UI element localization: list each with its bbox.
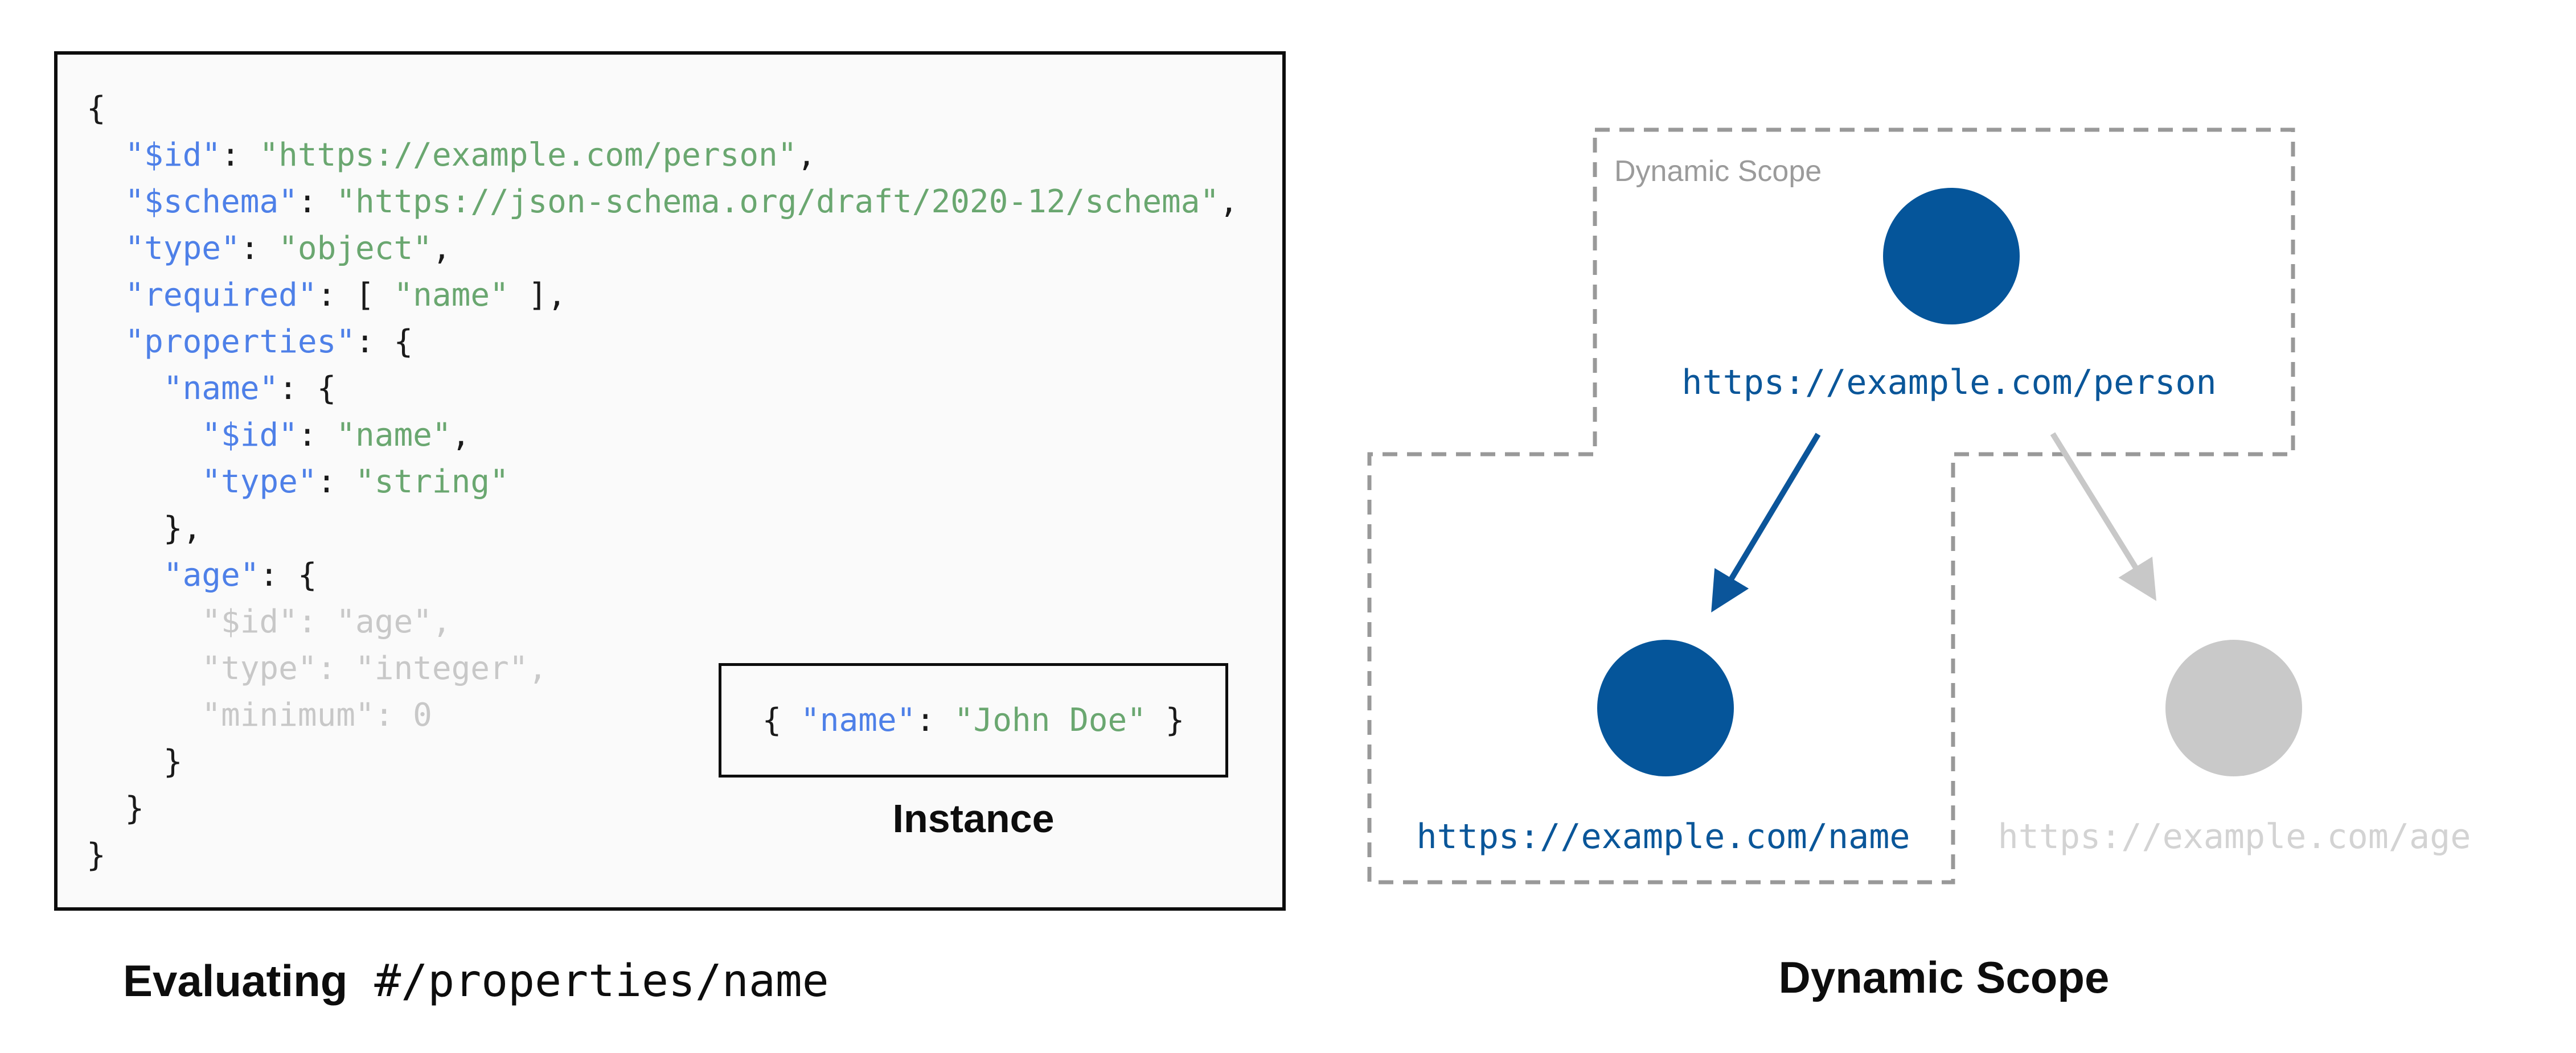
code-token: "type" <box>202 463 317 500</box>
code-token: "https://example.com/person" <box>259 137 797 174</box>
edge-person-to-age-arrow <box>2050 432 2157 601</box>
code-token: "name" <box>801 702 916 739</box>
code-token: "type": "integer", <box>87 650 548 687</box>
edge-person-to-name-arrow <box>1711 433 1821 613</box>
code-token: : <box>240 230 279 267</box>
code-token: }, <box>87 510 202 547</box>
instance-box: { "name": "John Doe" } <box>719 663 1228 778</box>
code-token: , <box>432 230 452 267</box>
evaluating-caption-pointer: #/properties/name <box>347 956 829 1007</box>
code-line: "minimum": 0 <box>87 692 1238 739</box>
code-token: : <box>317 463 356 500</box>
code-token: , <box>797 137 817 174</box>
code-token: : [ <box>317 277 394 314</box>
code-line: "$id": "age", <box>87 599 1238 645</box>
code-line: "type": "string" <box>87 459 1238 505</box>
evaluating-caption: Evaluating #/properties/name <box>123 955 829 1012</box>
code-token: "required" <box>125 277 317 314</box>
node-name-circle <box>1597 640 1734 776</box>
code-token: : <box>297 183 337 220</box>
node-age-circle <box>2165 640 2302 776</box>
code-token: "$id" <box>202 417 298 454</box>
code-line: "type": "integer", <box>87 645 1238 692</box>
code-line: "properties": { <box>87 319 1238 365</box>
code-token: : <box>916 702 954 739</box>
code-line: "age": { <box>87 552 1238 599</box>
code-line: "required": [ "name" ], <box>87 272 1238 319</box>
dynamic-scope-boundary <box>1367 127 2295 885</box>
code-token: "https://json-schema.org/draft/2020-12/s… <box>336 183 1220 220</box>
code-token: } <box>1146 702 1185 739</box>
node-name-url: https://example.com/name <box>1417 817 1910 857</box>
code-token: { <box>762 702 801 739</box>
code-token: "string" <box>355 463 509 500</box>
code-token: "name" <box>163 370 279 407</box>
code-token: ], <box>508 277 567 314</box>
code-line: "type": "object", <box>87 225 1238 272</box>
code-line: "$id": "https://example.com/person", <box>87 132 1238 179</box>
code-token: "age" <box>163 557 260 594</box>
code-token: : { <box>278 370 337 407</box>
code-token: "John Doe" <box>954 702 1146 739</box>
code-line: } <box>87 832 1238 879</box>
evaluating-caption-bold: Evaluating <box>123 956 348 1006</box>
code-token: "$id": "age", <box>87 603 452 640</box>
code-block: { "$id": "https://example.com/person", "… <box>87 85 1238 879</box>
node-age-url: https://example.com/age <box>1998 817 2471 857</box>
code-token: : { <box>355 323 413 360</box>
code-token: , <box>451 417 471 454</box>
code-token: { <box>87 90 106 127</box>
code-token: "properties" <box>125 323 356 360</box>
code-token: : <box>221 137 260 174</box>
schema-code-box: { "$id": "https://example.com/person", "… <box>54 51 1286 911</box>
code-line: }, <box>87 505 1238 552</box>
node-person-circle <box>1883 188 2020 324</box>
code-token: "$schema" <box>125 183 298 220</box>
code-token: "name" <box>393 277 509 314</box>
code-token: "object" <box>278 230 432 267</box>
code-token: } <box>87 790 145 827</box>
code-line: { <box>87 85 1238 132</box>
code-token: } <box>87 837 106 874</box>
code-line: "name": { <box>87 365 1238 412</box>
instance-label: Instance <box>892 796 1055 841</box>
code-token: } <box>87 743 183 780</box>
code-token: : { <box>259 557 317 594</box>
code-token: "$id" <box>125 137 221 174</box>
code-token: "minimum": 0 <box>87 697 432 734</box>
node-person-url: https://example.com/person <box>1681 363 2216 402</box>
code-token: "name" <box>336 417 452 454</box>
dynamic-scope-inner-label: Dynamic Scope <box>1614 155 1822 188</box>
code-line: } <box>87 785 1238 832</box>
code-line: } <box>87 739 1238 785</box>
code-line: "$id": "name", <box>87 412 1238 459</box>
code-token: : <box>297 417 337 454</box>
dynamic-scope-caption: Dynamic Scope <box>1778 952 2110 1002</box>
code-line: "$schema": "https://json-schema.org/draf… <box>87 179 1238 225</box>
code-token: "type" <box>125 230 240 267</box>
code-token: , <box>1219 183 1238 220</box>
